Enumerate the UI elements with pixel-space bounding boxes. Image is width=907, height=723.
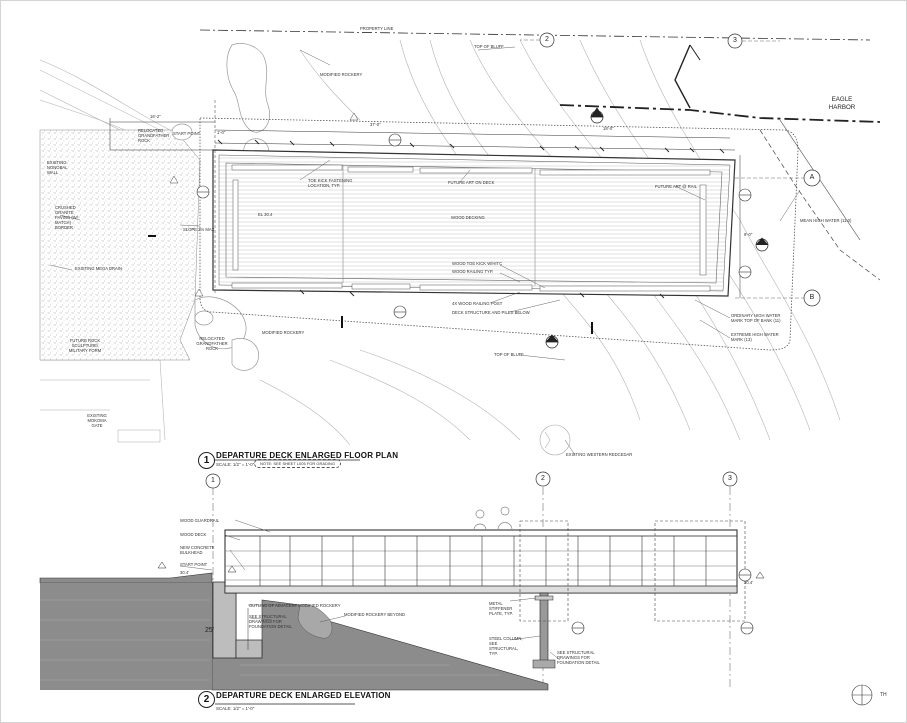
- ordinary-high-water-label: ORDINARY HIGH WATER MARK TOP OF BANK (11…: [731, 313, 781, 323]
- plan-title: DEPARTURE DECK ENLARGED FLOOR PLAN: [216, 451, 399, 460]
- north-arrow-icon: [851, 684, 873, 706]
- elev-grid-tag-3: 3: [728, 475, 732, 482]
- elevation-level-marks: [157, 561, 765, 579]
- dimension-depth: 9'-0": [744, 232, 753, 237]
- existing-mega-drain-label: EXISTING MEGA DRAIN: [75, 266, 123, 271]
- elev-start-point-label: START POINT: [180, 562, 208, 567]
- deck-outline-boundary: [199, 117, 799, 351]
- high-water-line: [559, 104, 881, 123]
- revision-triangles: [169, 112, 359, 297]
- new-concrete-bulkhead-label: NEW CONCRETE BULKHEAD: [180, 545, 215, 555]
- elev-right-level: 30.4': [744, 580, 753, 585]
- plan-grid-tag-a: A: [809, 174, 815, 181]
- metal-stiffener-label: METAL STIFFENER PLATE, TYP.: [489, 601, 513, 616]
- relocated-rock-bottom-label: RELOCATED GRANDFATHER ROCK: [196, 336, 228, 351]
- human-figures: [473, 506, 513, 531]
- start-point-label: START POINT: [173, 131, 201, 136]
- modified-rockery-bottom-label: MODIFIED ROCKERY: [262, 330, 305, 335]
- elevation-scale: SCALE: 1/2" = 1'-0": [216, 706, 255, 711]
- wood-railing-label: WOOD RAILING TYP.: [452, 269, 494, 274]
- existing-ohkura-gate-label: EXISTING MOKOMA GATE: [87, 413, 107, 428]
- deck-plan: [212, 149, 736, 297]
- relocated-rock-label: RELOCATED GRANDFATHER ROCK: [138, 128, 170, 143]
- property-line: [199, 29, 871, 41]
- sheet-number: TH: [880, 692, 887, 698]
- existing-wall-label: EXISTING NONOBAL WALL: [47, 160, 68, 175]
- dimension-overall: 37'-0": [370, 122, 381, 127]
- see-structural-left-label: SEE STRUCTURAL DRAWINGS FOR FOUNDATION D…: [249, 614, 292, 629]
- top-of-bluff-lower-label: TOP OF BLUFF: [494, 352, 524, 357]
- see-structural-right-label: SEE STRUCTURAL DRAWINGS FOR FOUNDATION D…: [557, 650, 600, 665]
- elev-left-level: 30.4': [180, 570, 189, 575]
- title-underlines: [215, 459, 360, 705]
- steel-column: [539, 592, 549, 664]
- future-art-rail-label: FUTURE ART @ RAIL: [655, 184, 698, 189]
- modified-rockery-beyond-label: MODIFIED ROCKERY BEYOND: [344, 612, 406, 617]
- existing-tree: [539, 424, 571, 456]
- elevation-title: DEPARTURE DECK ENLARGED ELEVATION: [216, 691, 391, 700]
- eagle-text: EAGLE: [831, 96, 853, 103]
- dimension-right: 18'-0": [603, 126, 614, 131]
- detail-bubbles: [571, 568, 754, 635]
- section-markers: [196, 133, 752, 319]
- railing-elevation: [224, 529, 738, 594]
- wood-toe-kick-label: WOOD TOE KICK W/HITC: [452, 261, 503, 266]
- leader-lines: [49, 46, 801, 456]
- existing-cedar-label: EXISTING WESTERN REDCEDAR: [566, 452, 633, 457]
- crushed-granite-label: CRUSHED GRANITE PAVING (W/ MATCH) BORDER: [55, 205, 78, 230]
- plan-scale: SCALE: 1/2" = 1'-0": [216, 462, 255, 467]
- plan-grid-tag-b: B: [809, 294, 815, 301]
- height-mark-label: 25': [205, 627, 215, 634]
- modified-rockery-label: MODIFIED ROCKERY: [320, 72, 363, 77]
- dimension-ticks: [217, 139, 725, 299]
- dimension-left: 16'-2": [150, 114, 161, 119]
- elevation-leaders: [179, 519, 561, 661]
- mean-high-water-label: MEAN HIGH WATER (11.0): [800, 218, 852, 223]
- railing-post-label: 4X WOOD RAILING POST: [452, 301, 503, 306]
- plan-grid-tag-3: 3: [733, 37, 737, 44]
- elevation-grid-bubbles: [205, 471, 738, 489]
- top-of-bluff-label: TOP OF BLUFF: [474, 44, 504, 49]
- plan-grid-tag-2: 2: [545, 36, 549, 43]
- elevation-title-number: 2: [198, 691, 215, 708]
- steel-column-label: STEEL COLUMN, SEE STRUCTURAL, TYP.: [489, 636, 523, 656]
- wood-decking-label: WOOD DECKING: [451, 215, 485, 220]
- wood-deck-label: WOOD DECK: [180, 532, 207, 537]
- section-cut-marks: [148, 235, 593, 334]
- elev-grid-tag-2: 2: [541, 475, 545, 482]
- plan-grading-note: NOTE: SEE SHEET L005 FOR GRADING: [254, 459, 342, 468]
- future-art-deck-label: FUTURE ART ON DECK: [448, 180, 495, 185]
- elev-grid-tag-1: 1: [211, 477, 215, 484]
- plan-title-number: 1: [198, 452, 215, 469]
- harbor-text: HARBOR: [828, 104, 856, 111]
- slope-label: SLOPE 2% MAX: [183, 227, 215, 232]
- future-rock-sculpture-label: FUTURE ROCK SCULPTURE/ MILITARY FORM: [68, 338, 102, 353]
- elevation-mark-label: EL 30.4: [258, 212, 273, 217]
- eagle-harbor-label: EAGLE HARBOR: [822, 96, 862, 112]
- wood-guardrail-label: WOOD GUARDRAIL: [180, 518, 220, 523]
- dimension-offset: 1'-0": [217, 130, 226, 135]
- rockery-beyond: [297, 604, 333, 639]
- toe-kick-fastening-label: TOE KICK FASTENING LOCATION, TYP.: [308, 178, 353, 188]
- deck-structure-label: DECK STRUCTURE AND PILES BELOW: [452, 310, 530, 315]
- railing-posts: [259, 536, 707, 586]
- extreme-high-water-label: EXTREME HIGH WATER MARK (13): [731, 332, 779, 342]
- property-line-label: PROPERTY LINE: [360, 26, 394, 31]
- outline-rockery-label: OUTLINE OF ADJACENT MODIFIED ROCKERY: [249, 603, 341, 608]
- elevation-markers: [545, 107, 769, 349]
